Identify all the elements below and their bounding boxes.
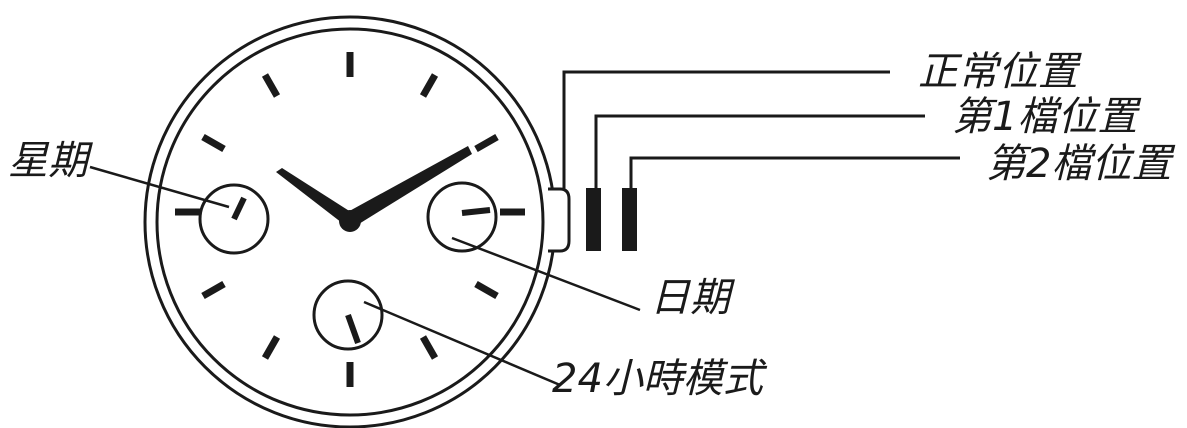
crown-position-1 [586, 188, 601, 251]
crown-normal-position [548, 187, 571, 253]
label-weekday: 星期 [8, 138, 93, 184]
leader-mode-24h [363, 300, 561, 387]
hands-pivot [339, 210, 361, 232]
hour-marker-10 [201, 133, 226, 153]
leader-crown-pos2 [629, 156, 960, 190]
hour-marker-2 [474, 133, 499, 153]
label-mode-24h: 24小時模式 [552, 356, 768, 402]
hour-hand [276, 168, 354, 226]
hour-marker-7 [261, 335, 281, 360]
label-crown-normal: 正常位置 [918, 49, 1082, 95]
hour-markers [175, 52, 525, 387]
weekday-subdial [198, 183, 270, 255]
leader-weekday [89, 165, 230, 209]
crown-icon [548, 187, 637, 253]
minute-hand [344, 146, 472, 227]
hour-marker-5 [419, 335, 439, 360]
crown-position-2 [622, 188, 637, 251]
watch-face-icon [143, 15, 557, 428]
leader-date [451, 236, 641, 312]
hour-marker-1 [419, 73, 439, 98]
watch-hands [276, 146, 472, 232]
label-date: 日期 [650, 275, 735, 321]
leader-crown-normal [562, 70, 890, 190]
hour-marker-8 [201, 280, 226, 300]
leader-lines [89, 70, 960, 387]
watch-inner-bezel [155, 27, 545, 417]
mode-24h-subdial [312, 279, 384, 351]
hour-marker-11 [261, 73, 281, 98]
label-crown-pos2: 第2檔位置 [986, 141, 1175, 187]
date-subdial [426, 181, 498, 253]
hour-marker-4 [474, 280, 499, 300]
label-crown-pos1: 第1檔位置 [952, 94, 1141, 140]
leader-crown-pos1 [594, 114, 925, 190]
